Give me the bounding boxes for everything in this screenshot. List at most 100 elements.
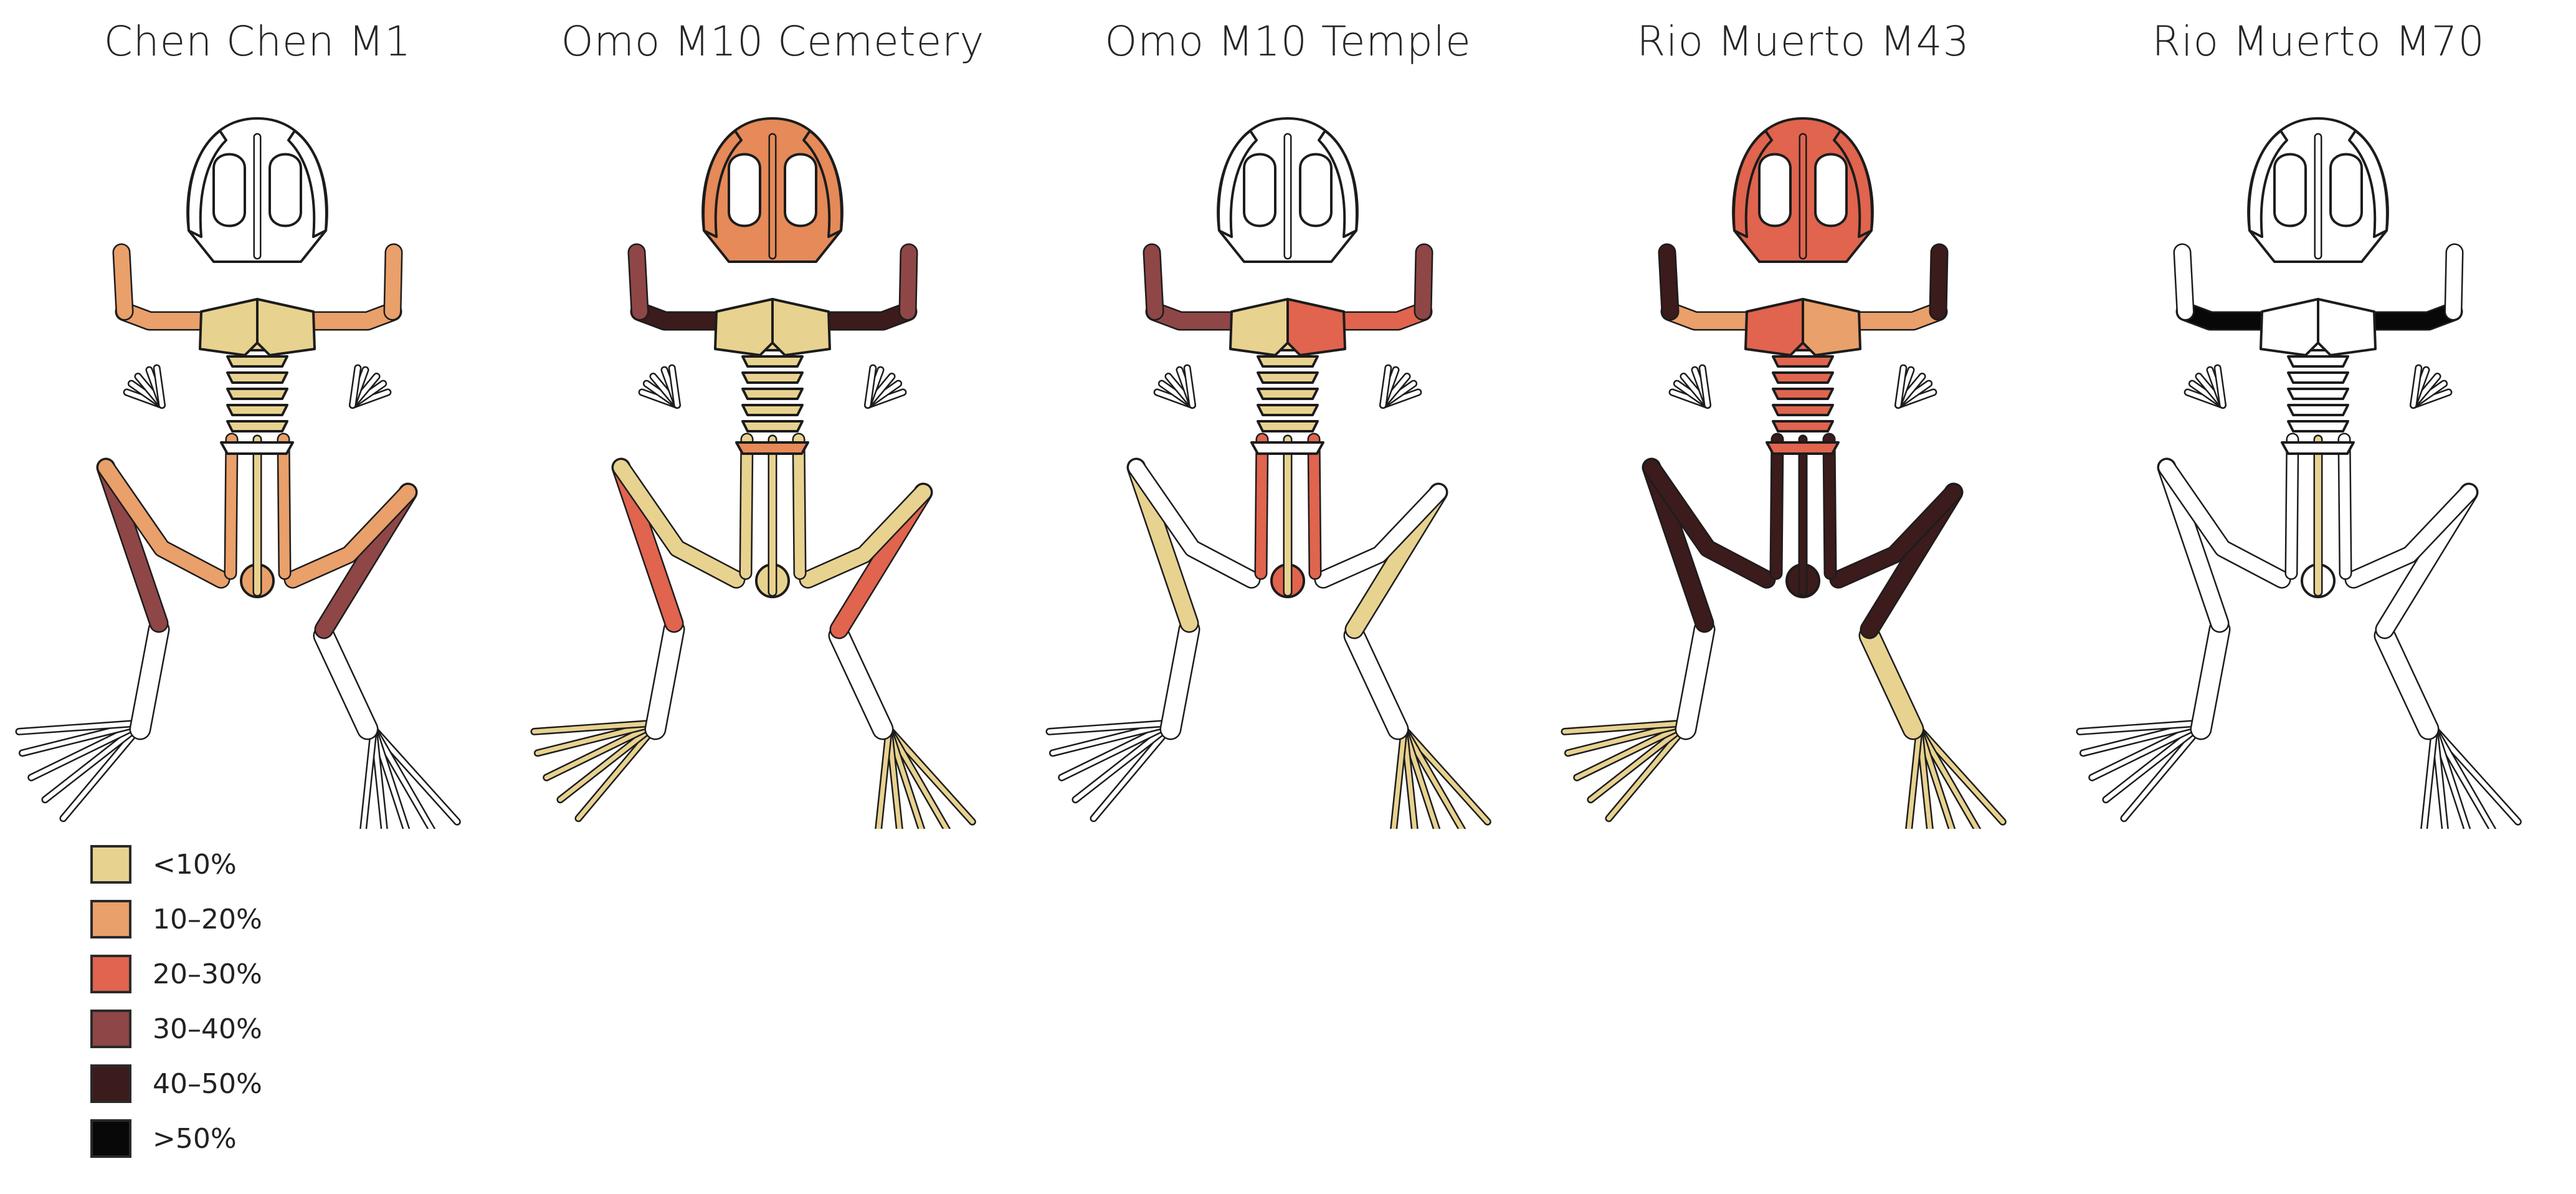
frog-bones: [15, 117, 461, 829]
ilium-right: [278, 434, 290, 578]
vertebra: [2287, 355, 2349, 368]
foot-right-digit: [1906, 727, 1922, 829]
orbit-left: [212, 153, 246, 227]
radioulna-right: [1931, 245, 1947, 319]
foot-right-digit: [371, 727, 409, 829]
maxilla-left: [1732, 130, 1773, 238]
humerus-left: [1662, 303, 1762, 329]
legend-label: 10–20%: [153, 904, 262, 935]
pectoral-girdle-right: [1286, 298, 1346, 356]
radioulna-right: [2446, 245, 2462, 319]
femur-right: [1316, 485, 1446, 587]
panel-title: Omo M10 Temple: [1105, 17, 1471, 65]
foot-right-digit: [1402, 727, 1490, 824]
orbit-left: [728, 153, 761, 227]
hand-right-digit: [865, 366, 875, 408]
foot-left-digit: [60, 720, 146, 821]
vertebra: [741, 420, 804, 432]
panel-omo-m10-cemetery: Omo M10 Cemetery: [515, 0, 1030, 829]
frog-bones: [2076, 117, 2522, 829]
vertebra: [2287, 404, 2349, 416]
frog-skeleton: [1045, 117, 1491, 829]
femur-left: [614, 460, 744, 587]
foot-left-digit: [1059, 720, 1176, 780]
radioulna-right: [385, 245, 401, 319]
foot-right-digit: [886, 727, 924, 829]
femur-left: [1644, 460, 1774, 587]
foot-left-digit: [16, 720, 146, 734]
maxilla-right: [2348, 130, 2388, 238]
ilium-left: [741, 434, 752, 578]
hand-left-digit: [154, 366, 164, 408]
frog-skeleton: [15, 117, 461, 829]
legend-item: 10–20%: [90, 900, 340, 945]
pectoral-girdle-right: [256, 298, 316, 356]
foot-left-digit: [29, 720, 146, 780]
panel-rio-muerto-m70: Rio Muerto M70: [2061, 0, 2576, 829]
orbit-left: [1758, 153, 1792, 227]
panel-chen-chen-m1: Chen Chen M1: [0, 0, 515, 829]
radioulna-right: [900, 245, 916, 319]
panel-omo-m10-temple: Omo M10 Temple: [1030, 0, 1546, 829]
radioulna-left: [114, 245, 132, 319]
hand-left-digit: [670, 366, 680, 408]
ilium-right: [1309, 434, 1320, 578]
foot-left-digit: [2089, 720, 2207, 780]
legend-label: >50%: [153, 1123, 237, 1155]
humerus-left: [632, 303, 732, 329]
maxilla-right: [1833, 130, 1873, 238]
tarsal-right: [1345, 626, 1407, 738]
pectoral-girdle-left: [1229, 298, 1289, 356]
vertebra: [2287, 388, 2349, 400]
frog-skeleton: [1561, 117, 2007, 829]
tarsal-right: [315, 626, 377, 738]
legend-item: 30–40%: [90, 1010, 340, 1054]
ilium-right: [794, 434, 805, 578]
pectoral-girdle-left: [1744, 298, 1804, 356]
maxilla-left: [1217, 130, 1258, 238]
vertebra: [226, 404, 288, 416]
frog-bones: [530, 117, 976, 829]
vertebra: [741, 404, 804, 416]
ilium-left: [2286, 434, 2298, 578]
foot-left-digit: [1050, 720, 1176, 755]
humerus-left: [2177, 303, 2278, 329]
foot-left-digit: [531, 720, 661, 734]
foot-right-digit: [1917, 727, 2005, 824]
tarsal-left: [1676, 620, 1714, 738]
ilium-right: [2339, 434, 2350, 578]
hand-left-digit: [2215, 366, 2225, 408]
radioulna-left: [2175, 245, 2193, 319]
foot-left-digit: [558, 720, 661, 802]
humerus-right: [2359, 303, 2461, 329]
foot-right-digit: [2422, 727, 2437, 829]
orbit-right: [784, 153, 817, 227]
vertebra: [226, 371, 288, 384]
vertebra: [226, 388, 288, 400]
panel-title: Omo M10 Cemetery: [561, 17, 985, 65]
foot-right-digit: [886, 727, 975, 824]
hand-left-digit: [1700, 366, 1710, 408]
vertebra: [1257, 371, 1319, 384]
sacral-vertebra: [1766, 441, 1840, 455]
panel-rio-muerto-m43: Rio Muerto M43: [1546, 0, 2061, 829]
tarsal-left: [646, 620, 683, 738]
orbit-left: [1243, 153, 1276, 227]
legend-swatch: [90, 900, 131, 938]
frog-bones: [1561, 117, 2007, 829]
panel-title: Rio Muerto M70: [2152, 17, 2485, 65]
vertebra: [1772, 420, 1834, 432]
vertebra: [1772, 388, 1834, 400]
foot-left-digit: [1562, 720, 1691, 734]
legend-swatch: [90, 1064, 131, 1103]
foot-right-digit: [361, 727, 376, 829]
vertebra: [1772, 355, 1834, 368]
pectoral-girdle-left: [714, 298, 774, 356]
maxilla-right: [1318, 130, 1358, 238]
vertebra: [1257, 388, 1319, 400]
legend-label: 40–50%: [153, 1068, 262, 1100]
ilium-right: [1824, 434, 1835, 578]
pectoral-girdle-right: [2317, 298, 2377, 356]
foot-left-digit: [1588, 720, 1691, 802]
maxilla-left: [702, 130, 743, 238]
